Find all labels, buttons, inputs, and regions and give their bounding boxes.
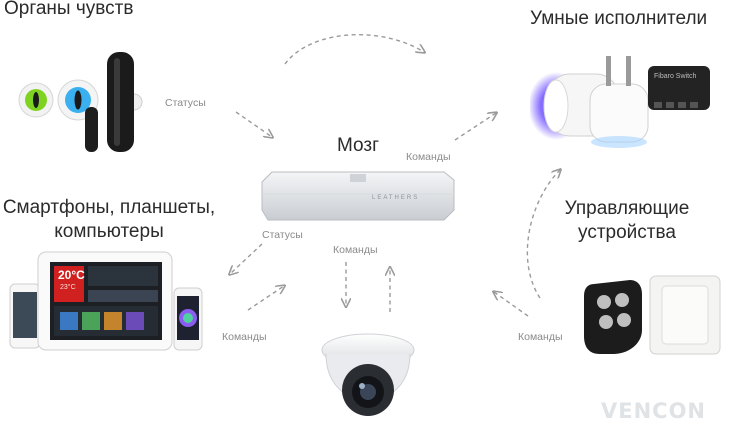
- edge-label-devices-commands: Команды: [222, 331, 267, 343]
- actuator-devices: [530, 56, 710, 148]
- wall-switch: [649, 275, 721, 355]
- camera: [321, 333, 415, 416]
- door-sensor-small: [85, 107, 98, 152]
- tablet-temp-readout: 20°C: [58, 268, 85, 282]
- phone-left: [9, 283, 41, 349]
- vencon-logo: VENCON: [601, 399, 707, 423]
- arrow-brain-to-devices: [230, 243, 263, 274]
- user-devices: [9, 251, 203, 351]
- arrow-devices-to-brain: [247, 286, 284, 311]
- fob-button-2: [615, 293, 629, 307]
- controllers-title-line2: устройства: [578, 222, 676, 243]
- controllers-title: Управляющие устройства: [556, 197, 698, 245]
- devices-title-line2: компьютеры: [54, 221, 164, 242]
- fob-button-4: [617, 313, 631, 327]
- door-sensor: [107, 52, 134, 152]
- switch-module: [648, 66, 710, 110]
- fob-button-3: [599, 315, 613, 329]
- gateway-device: [261, 171, 455, 221]
- gateway-brand-label: LEATHERS: [372, 195, 420, 201]
- motion-sensor-green: [18, 82, 54, 118]
- edge-label-controllers-commands: Команды: [518, 331, 563, 343]
- arrow-right-curve: [526, 170, 560, 299]
- arrow-senses-to-brain: [235, 111, 272, 137]
- tablet-temp-panel: [54, 266, 84, 302]
- senses-title: Органы чувств: [4, 0, 134, 19]
- switch-module-label: Fibaro Switch: [654, 73, 697, 80]
- tablet-temp-sub: 23°C: [60, 284, 76, 291]
- edge-label-camera-commands: Команды: [333, 244, 378, 256]
- edge-label-devices-status: Статусы: [262, 229, 303, 241]
- devices-title: Смартфоны, планшеты, компьютеры: [0, 196, 218, 244]
- actuators-title: Умные исполнители: [530, 8, 708, 29]
- senses-devices: [18, 52, 143, 152]
- tablet: [37, 251, 173, 351]
- brain-title: Мозг: [337, 135, 380, 156]
- controller-devices: [584, 275, 721, 355]
- smart-plug-2: [589, 56, 649, 148]
- fob-button-1: [597, 295, 611, 309]
- devices-title-line1: Смартфоны, планшеты,: [2, 197, 216, 218]
- key-fob: [584, 280, 642, 354]
- edge-label-actuators-commands: Команды: [406, 151, 451, 163]
- controllers-title-line1: Управляющие: [564, 198, 690, 219]
- arrow-controllers-to-brain: [494, 292, 529, 317]
- edge-label-senses-status: Статусы: [165, 97, 206, 109]
- phone-right: [173, 287, 203, 351]
- arrow-top-curve: [284, 34, 424, 65]
- arrow-brain-to-actuators: [454, 113, 496, 141]
